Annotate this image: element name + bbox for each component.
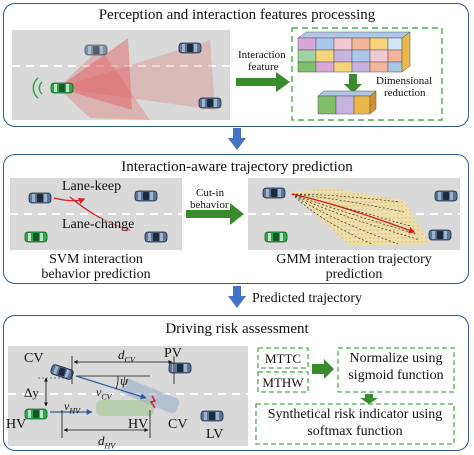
- lead-vehicle: [200, 410, 224, 422]
- vehicle: [28, 192, 52, 204]
- svm-caption: SVM interaction: [49, 252, 143, 267]
- flow-arrow-2: [228, 286, 246, 308]
- lane-change-label: Lane-change: [62, 217, 135, 232]
- host-vehicle: [24, 231, 48, 243]
- panel-perception: [3, 3, 469, 127]
- interaction-feature-arrow: [236, 72, 290, 92]
- vehicle: [134, 190, 158, 202]
- host-vehicle: [264, 231, 288, 243]
- lane-keep-arrow: [53, 197, 86, 205]
- vehicle: [178, 42, 202, 54]
- synthetic-box: [255, 403, 455, 445]
- panel-prediction: [3, 154, 469, 284]
- vehicle: [144, 231, 168, 243]
- v-hv-label: vHV: [64, 399, 80, 416]
- cv-label: CV: [24, 351, 44, 366]
- psi-label: ψ: [120, 373, 129, 388]
- pv-label: PV: [164, 346, 182, 361]
- normalize-label: Normalize using: [349, 351, 443, 366]
- panel-perception-title: Perception and interaction features proc…: [98, 7, 376, 23]
- delta-y-label: Δy: [24, 385, 39, 400]
- dimensional-reduction-label: Dimensional: [376, 75, 433, 87]
- cut-in-label: Cut-in: [196, 187, 225, 199]
- vehicle: [198, 97, 222, 109]
- cut-in-arrow: [186, 203, 244, 225]
- normalize-label-2: sigmoid function: [348, 368, 444, 383]
- panel-prediction-title: Interaction-aware trajectory prediction: [121, 159, 353, 175]
- signal-icon: [38, 81, 43, 95]
- panel-risk: [3, 315, 469, 451]
- normalize-box: [337, 347, 455, 393]
- feature-cube: [297, 31, 411, 73]
- host-vehicle: [24, 408, 48, 420]
- sensor-cone: [58, 38, 132, 110]
- sensor-cone: [58, 40, 215, 110]
- hv-label: HV: [6, 417, 27, 432]
- signal-icon: [32, 77, 39, 99]
- vehicle: [262, 187, 286, 199]
- vehicle: [84, 44, 108, 56]
- preceding-vehicle: [168, 362, 192, 374]
- mttc-box: [257, 347, 309, 369]
- predicted-path: [291, 193, 416, 234]
- lv-label: LV: [206, 427, 224, 442]
- cv-future-label: CV: [168, 417, 188, 432]
- cut-in-label-2: behavior: [190, 199, 229, 211]
- mthw-label: MTHW: [262, 375, 304, 390]
- gmm-caption: GMM interaction trajectory: [276, 252, 432, 267]
- to-normalize-arrow: [312, 359, 334, 379]
- d-cv-label: dCV: [118, 347, 135, 365]
- flow-arrow-1: [228, 128, 246, 150]
- gmm-trajectories: [291, 193, 421, 245]
- hv-future-label: HV: [128, 417, 149, 432]
- reduced-cube: [317, 90, 377, 115]
- vehicle: [434, 190, 458, 202]
- sensor-cone: [58, 48, 150, 120]
- reduction-arrow: [344, 74, 362, 93]
- ghost-hv: [96, 400, 154, 416]
- feature-box: [291, 27, 443, 121]
- vehicle: [428, 229, 452, 241]
- gmm-caption-2: prediction: [325, 267, 383, 282]
- lane-keep-label: Lane-keep: [62, 179, 122, 194]
- svm-caption-2: behavior prediction: [41, 267, 151, 282]
- host-vehicle: [50, 82, 74, 94]
- interaction-feature-label: Interaction: [238, 49, 286, 61]
- v-cv-label: vCV: [96, 385, 112, 402]
- predicted-trajectory-label: Predicted trajectory: [252, 291, 363, 306]
- d-hv-label: dHV: [98, 433, 116, 451]
- interaction-feature-label-2: feature: [248, 61, 279, 73]
- ghost-cv: [120, 378, 180, 414]
- dimensional-reduction-label-2: reduction: [384, 87, 426, 99]
- synthetic-label-2: softmax function: [307, 424, 403, 439]
- to-synthetic-arrow: [360, 394, 378, 404]
- panel-risk-title: Driving risk assessment: [165, 321, 309, 337]
- synthetic-label: Synthetical risk indicator using: [267, 407, 443, 422]
- mttc-label: MTTC: [264, 351, 302, 366]
- mthw-box: [257, 371, 309, 393]
- collision-icon: [149, 395, 157, 409]
